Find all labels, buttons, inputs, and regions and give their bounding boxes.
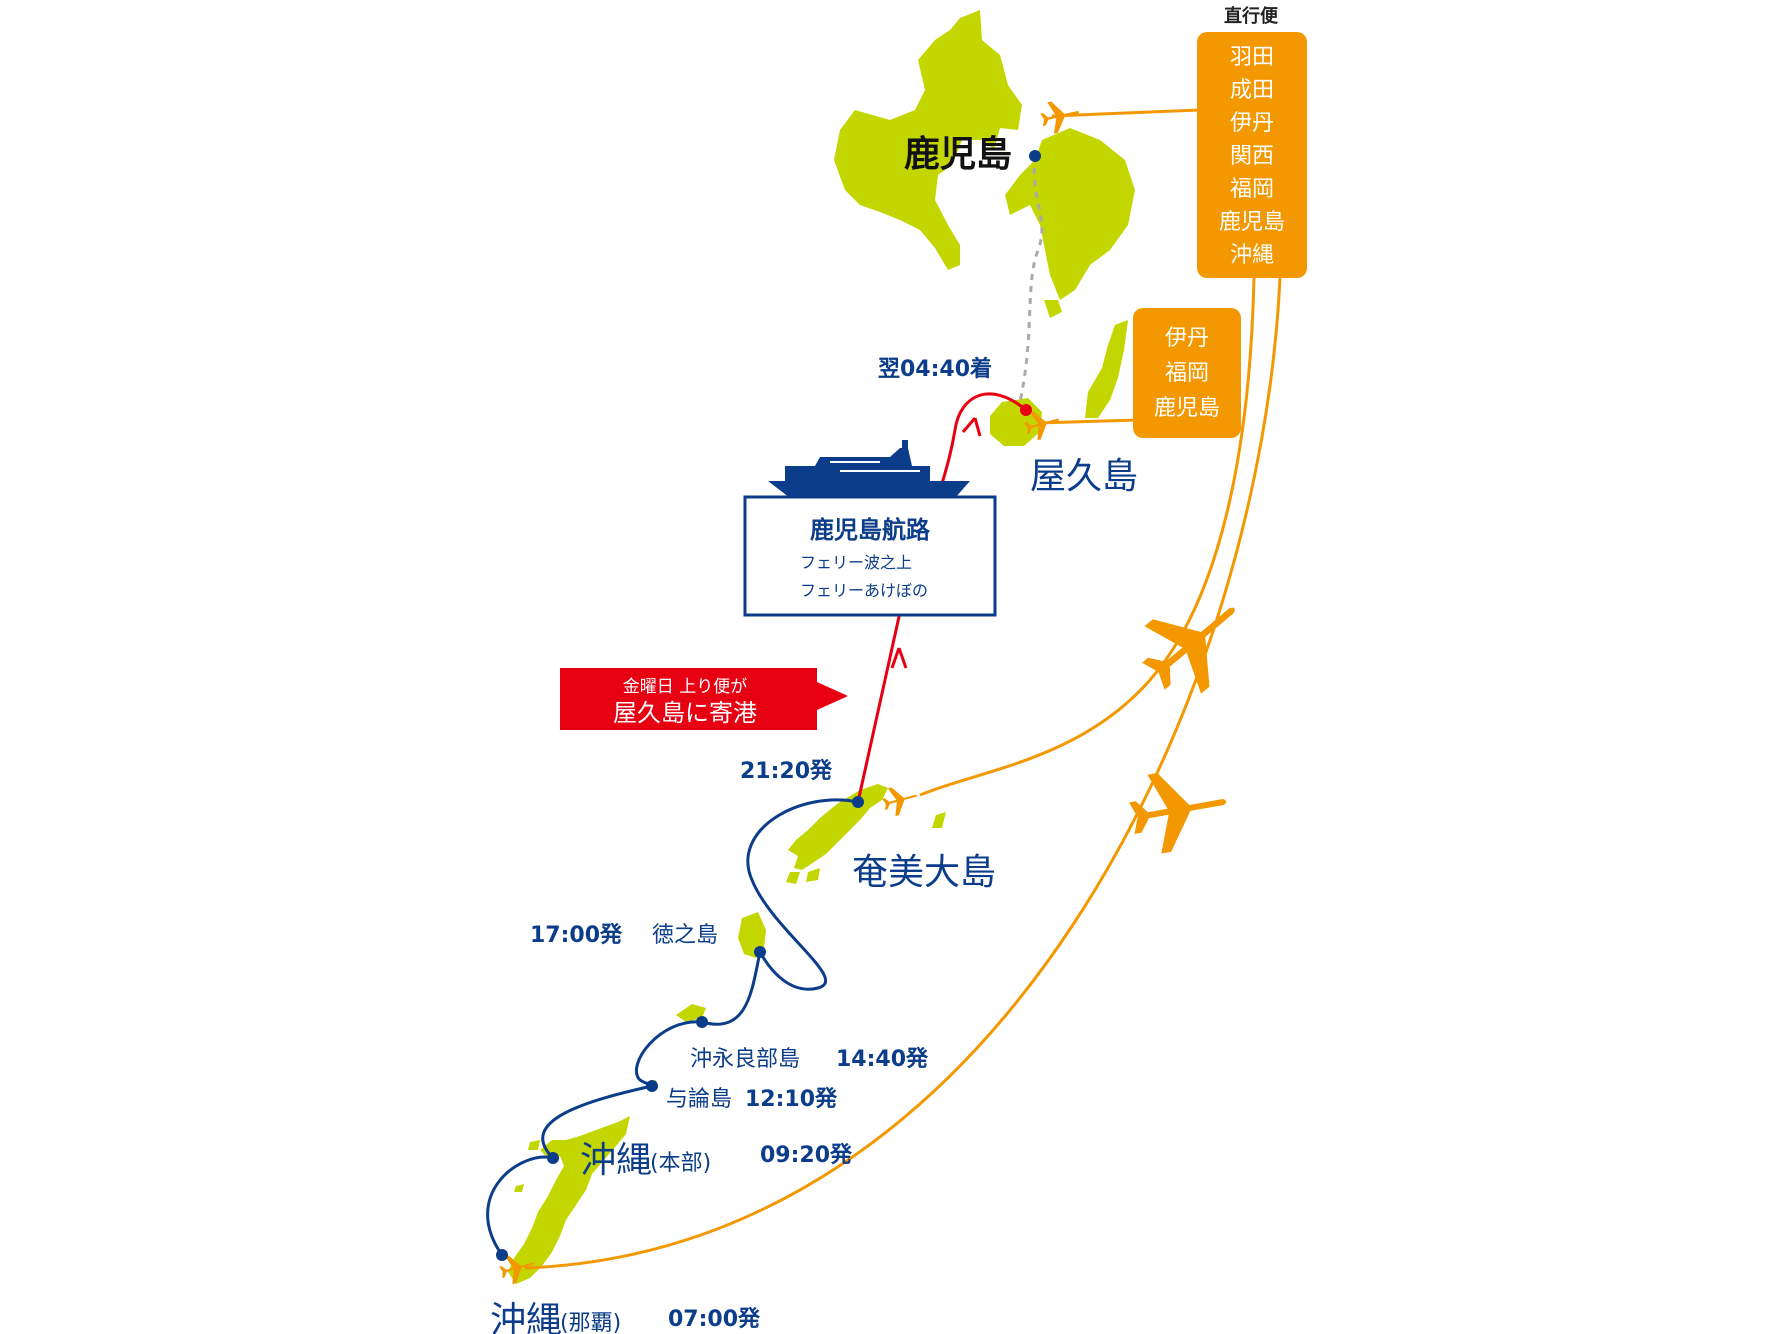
label-naha-note: (那覇)	[560, 1311, 621, 1334]
direct-flights-heading: 直行便	[1224, 5, 1279, 27]
label-tokunoshima-departure: 17:00発	[530, 923, 623, 948]
port-markers	[496, 150, 1041, 1261]
friday-notice-banner: 金曜日 上り便が 屋久島に寄港	[560, 668, 848, 730]
label-motobu-note: (本部)	[650, 1151, 711, 1176]
label-yakushima-arrival: 翌04:40着	[878, 356, 992, 382]
kagoshima-destination-0: 羽田	[1230, 45, 1274, 70]
kagoshima-destination-3: 関西	[1230, 144, 1274, 169]
ferry-ship-2: フェリーあけぼの	[800, 581, 928, 600]
tanegashima	[1085, 320, 1128, 418]
label-yoron: 与論島	[666, 1087, 732, 1112]
label-okinoerabu: 沖永良部島	[690, 1047, 800, 1072]
kagoshima-yakushima-connector	[1018, 155, 1044, 403]
yakushima-destination-2: 鹿児島	[1154, 396, 1220, 421]
label-tokunoshima: 徳之島	[652, 923, 718, 948]
label-motobu-departure: 09:20発	[760, 1143, 853, 1168]
label-amami: 奄美大島	[852, 852, 996, 893]
label-yoron-departure: 12:10発	[745, 1087, 838, 1112]
ferry-ship-1: フェリー波之上	[800, 553, 912, 572]
ferry-route-box: 鹿児島航路 フェリー波之上 フェリーあけぼの	[743, 495, 997, 617]
kagoshima-mainland	[834, 10, 1135, 318]
ferry-route-name: 鹿児島航路	[810, 516, 931, 544]
kagoshima-destination-1: 成田	[1230, 78, 1274, 103]
label-okinawa-motobu: 沖縄	[580, 1140, 652, 1181]
kagoshima-destination-6: 沖縄	[1230, 243, 1274, 268]
plane-icon-southbound	[1124, 762, 1234, 858]
amami-oshima	[786, 784, 946, 884]
label-kagoshima: 鹿児島	[904, 134, 1012, 175]
label-okinoerabu-departure: 14:40発	[836, 1047, 929, 1072]
kagoshima-destination-5: 鹿児島	[1219, 210, 1285, 235]
ferry-ship-icon	[768, 440, 970, 498]
notice-line-1: 金曜日 上り便が	[623, 677, 747, 697]
kagoshima-destination-2: 伊丹	[1230, 111, 1274, 136]
yakushima-destination-1: 福岡	[1165, 361, 1209, 386]
yakushima	[990, 398, 1042, 446]
label-amami-departure: 21:20発	[740, 759, 833, 784]
label-naha-departure: 07:00発	[668, 1307, 761, 1332]
kagoshima-destination-4: 福岡	[1230, 177, 1274, 202]
label-yakushima: 屋久島	[1030, 456, 1138, 497]
yakushima-destination-0: 伊丹	[1165, 326, 1209, 351]
notice-line-2: 屋久島に寄港	[613, 699, 757, 727]
okinawa-island	[508, 1116, 630, 1284]
label-okinawa-naha: 沖縄	[490, 1300, 562, 1334]
